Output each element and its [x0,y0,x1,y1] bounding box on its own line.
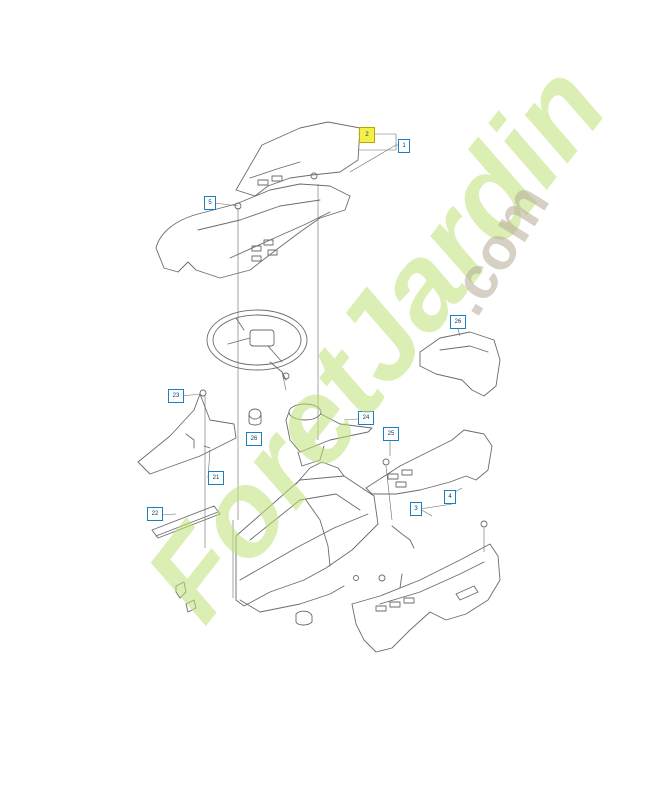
footrest-fender-part [351,525,501,653]
strip-part [151,505,221,539]
chassis-frame-part [235,461,379,613]
callout-26-knob[interactable]: 26 [246,432,262,446]
callout-4[interactable]: 4 [444,490,456,504]
callout-22[interactable]: 22 [147,507,163,521]
fasteners [175,172,488,626]
left-panel-part [137,393,237,475]
callout-25[interactable]: 25 [383,427,399,441]
callout-1[interactable]: 1 [398,139,410,153]
callout-26-rear-cover[interactable]: 26 [450,315,466,329]
rear-cover-part [419,331,501,397]
knob-part [248,408,262,426]
callout-21[interactable]: 21 [208,471,224,485]
column-cover-part [285,403,373,467]
callout-3[interactable]: 3 [410,502,422,516]
callout-23[interactable]: 23 [168,389,184,403]
dashboard-part [155,183,351,279]
top-cover-part [235,121,361,197]
callout-24[interactable]: 24 [358,411,374,425]
callout-5[interactable]: 5 [204,196,216,210]
callout-2-highlighted[interactable]: 2 [359,127,375,143]
right-panel-part [365,429,493,495]
steering-wheel-part [206,309,308,381]
